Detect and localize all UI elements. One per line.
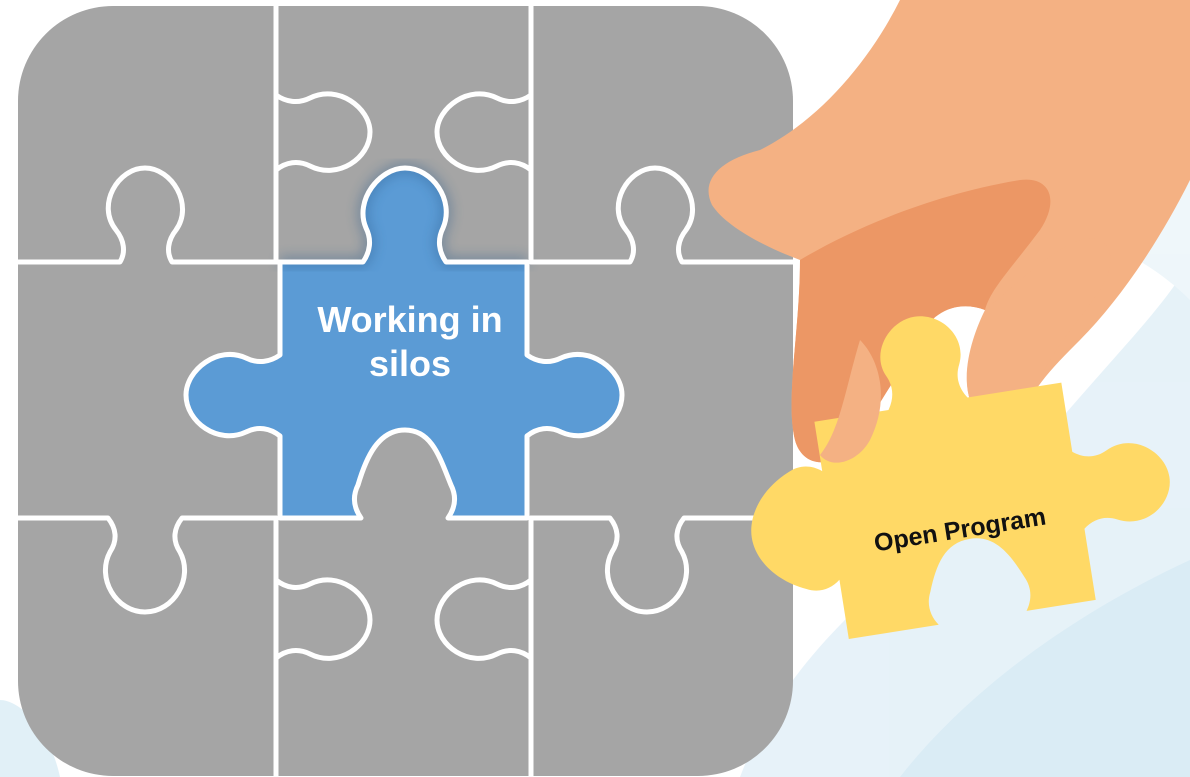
held-puzzle-piece	[751, 316, 1170, 639]
hand-thumb	[966, 238, 1111, 423]
background-wave-left	[0, 700, 60, 777]
center-piece-label: Working in silos	[317, 299, 503, 384]
index-fingertip	[820, 340, 881, 463]
hand-fingertips	[820, 340, 881, 463]
seam-horizontal-top-right	[528, 165, 796, 265]
puzzle-seams	[15, 3, 796, 777]
seam-bottom-right-knobs	[434, 577, 534, 661]
held-piece-shape	[751, 316, 1170, 639]
seam-top-middle-knobs	[273, 91, 373, 173]
seam-bottom-middle-knobs	[273, 577, 373, 661]
seam-center-outline	[183, 165, 625, 521]
seam-horizontal-bottom-right	[528, 515, 796, 615]
center-piece-shape	[186, 168, 622, 518]
background-wave-right-2	[900, 560, 1190, 777]
seam-top-right-knobs	[434, 91, 534, 173]
seam-horizontal-bottom-left	[15, 515, 279, 615]
seam-horizontal-top-left	[15, 165, 279, 265]
